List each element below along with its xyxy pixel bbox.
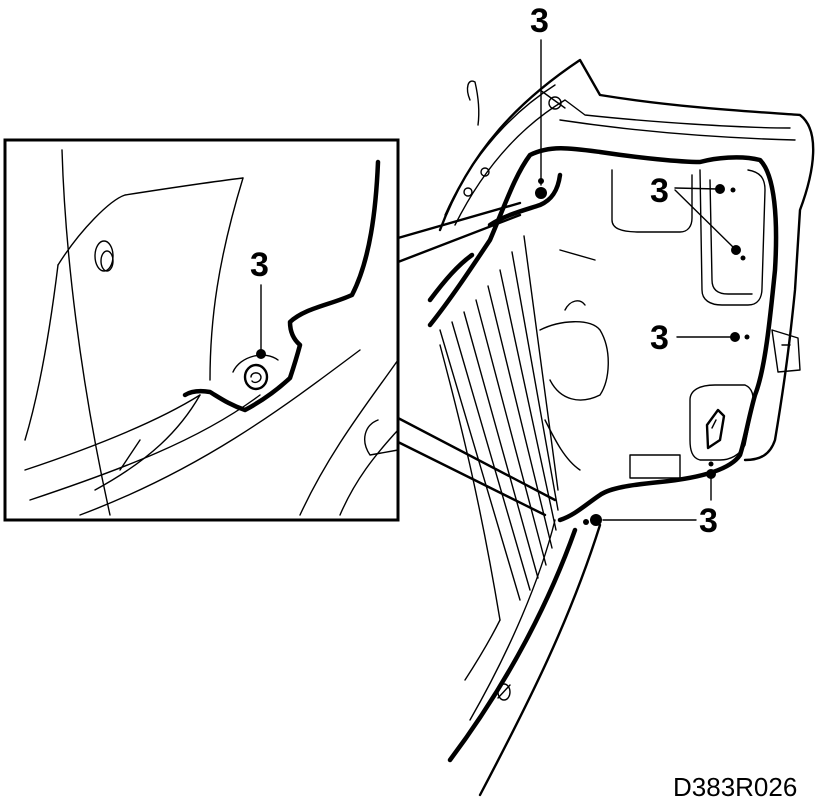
inner-door-details [539,169,766,479]
callout-label-upper-right: 3 [650,172,669,210]
callout-label-top: 3 [530,2,549,40]
clip-dot [535,187,547,199]
clip-markers [535,178,750,526]
callout-label-inset: 3 [250,246,269,284]
inset-clip-dot [256,349,266,359]
door-pillar [447,519,602,797]
clip-dot [708,461,714,467]
clip-dot [715,184,725,194]
clip-dot [706,469,716,479]
clip-dot [730,187,736,193]
callout-label-middle-right: 3 [650,319,669,357]
door-outer-frame [438,58,815,462]
clip-dot [740,255,746,261]
inner-panel-hatch [439,235,559,681]
callout-labels: 3 3 3 3 3 [250,2,718,540]
detail-inset [3,138,557,522]
clip-dot [730,332,740,342]
inset-frame [3,138,400,522]
clip-dot [744,334,750,340]
door-trim-outline [427,146,779,523]
figure-code: D383R026 [673,772,797,802]
clip-dot [590,514,602,526]
leader-lines [540,39,735,521]
clip-dot [583,519,589,525]
callout-label-bottom-right: 3 [699,502,718,540]
